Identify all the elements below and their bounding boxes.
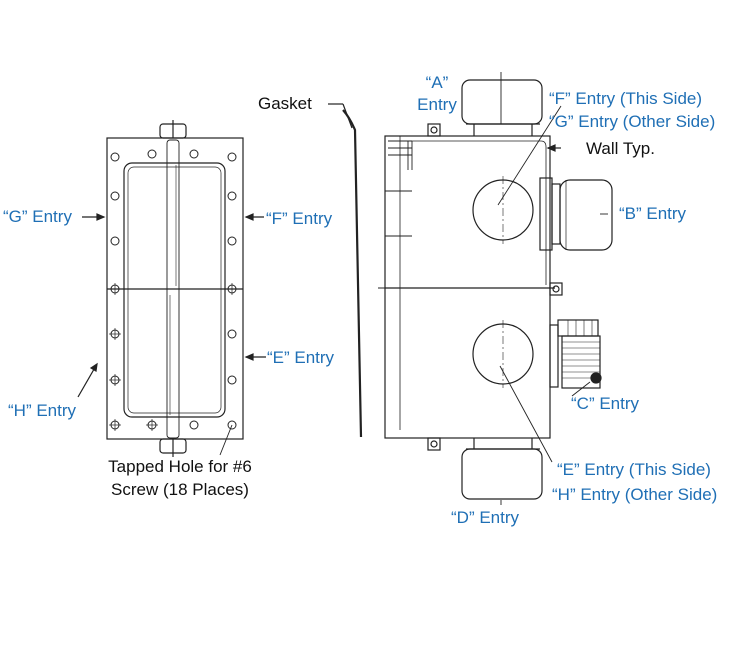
e-entry-this-side-label: “E” Entry (This Side) bbox=[557, 460, 711, 479]
h-entry-other-side-label: “H” Entry (Other Side) bbox=[552, 485, 718, 504]
c-entry-label: “C” Entry bbox=[571, 394, 639, 413]
side-box-view bbox=[378, 72, 613, 505]
e-entry-label: “E” Entry bbox=[267, 348, 335, 367]
a-entry-label-line1: “A” bbox=[425, 73, 449, 92]
gasket-view bbox=[328, 103, 363, 438]
tapped-hole-label-line2: Screw (18 Places) bbox=[111, 480, 249, 499]
a-entry-label-line2: Entry bbox=[417, 95, 457, 114]
h-entry-label: “H” Entry bbox=[8, 401, 76, 420]
top-left-tab bbox=[427, 123, 441, 137]
f-entry-label: “F” Entry bbox=[266, 209, 333, 228]
front-plate-view bbox=[77, 120, 266, 457]
g-entry-label: “G” Entry bbox=[3, 207, 72, 226]
wall-typ-label: Wall Typ. bbox=[586, 139, 655, 158]
c-entry-fitting bbox=[549, 319, 602, 389]
f-entry-this-side-label: “F” Entry (This Side) bbox=[549, 89, 703, 108]
g-entry-other-side-label: “G” Entry (Other Side) bbox=[549, 112, 716, 131]
plate-window-outer bbox=[123, 162, 226, 418]
box-outline bbox=[384, 135, 551, 439]
b-entry-fitting bbox=[539, 177, 613, 251]
d-entry-fitting bbox=[461, 438, 543, 500]
gasket-label: Gasket bbox=[258, 94, 312, 113]
b-entry-label: “B” Entry bbox=[619, 204, 687, 223]
e-entry-hole bbox=[472, 320, 534, 388]
plate-window-inner bbox=[127, 166, 222, 414]
a-entry-fitting bbox=[461, 79, 543, 136]
bottom-left-tab bbox=[427, 437, 441, 451]
d-entry-label: “D” Entry bbox=[451, 508, 519, 527]
f-entry-hole bbox=[472, 176, 534, 244]
tapped-hole-label-line1: Tapped Hole for #6 bbox=[108, 457, 252, 476]
